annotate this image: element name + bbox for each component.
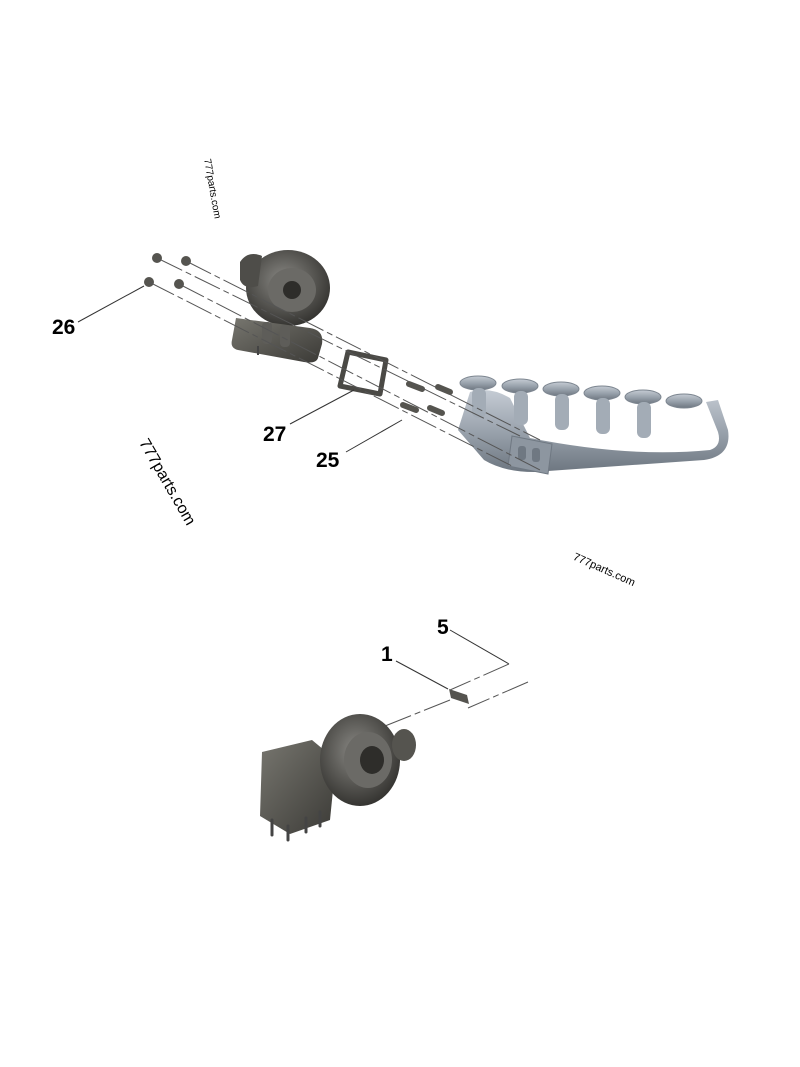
- exhaust-manifold: [458, 375, 729, 475]
- callout-1: 1: [381, 643, 393, 666]
- assembly-lines-lower: [379, 663, 529, 729]
- callout-5: 5: [437, 616, 449, 639]
- gasket: [337, 349, 389, 397]
- assembly-lines-upper: [148, 257, 541, 471]
- leader-lines: [77, 285, 510, 690]
- turbocharger-lower: [260, 714, 416, 842]
- turbocharger-upper: [231, 250, 330, 363]
- callout-27: 27: [263, 423, 287, 446]
- nuts: [144, 253, 191, 289]
- studs: [400, 381, 453, 416]
- small-plate: [449, 689, 469, 704]
- callout-25: 25: [316, 449, 340, 472]
- callout-26: 26: [52, 316, 76, 339]
